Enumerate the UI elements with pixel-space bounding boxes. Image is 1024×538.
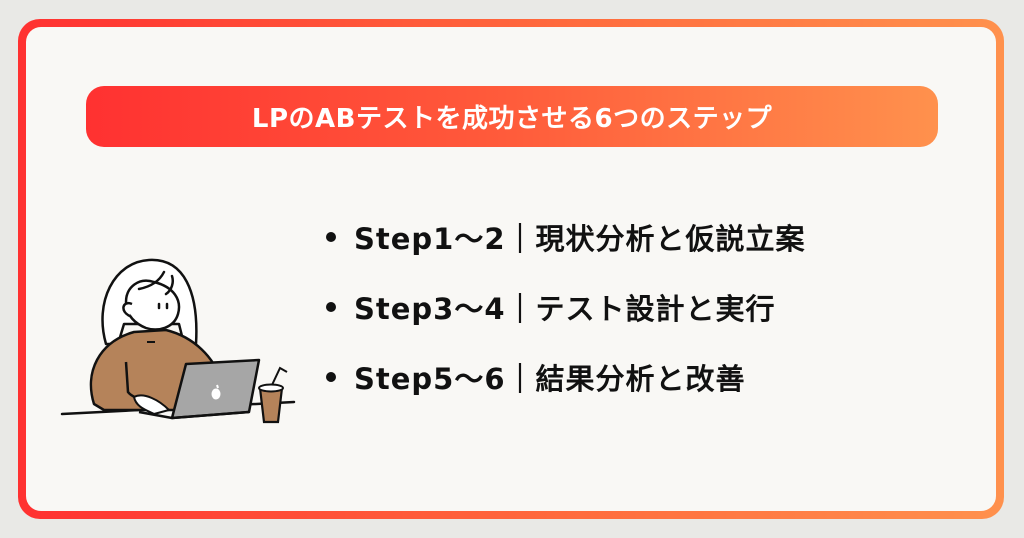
step-label: Step1～2｜現状分析と仮説立案 — [354, 222, 806, 256]
gradient-frame: LPのABテストを成功させる6つのステップ — [18, 19, 1004, 519]
bullet-icon — [326, 302, 336, 312]
bullet-icon — [326, 372, 336, 382]
title-banner: LPのABテストを成功させる6つのステップ — [86, 86, 938, 147]
list-item: Step5～6｜結果分析と改善 — [326, 357, 806, 397]
steps-list: Step1～2｜現状分析と仮説立案 Step3～4｜テスト設計と実行 Step5… — [326, 217, 806, 427]
step-label: Step5～6｜結果分析と改善 — [354, 362, 746, 396]
page-title: LPのABテストを成功させる6つのステップ — [251, 104, 773, 134]
bullet-icon — [326, 232, 336, 242]
step-label: Step3～4｜テスト設計と実行 — [354, 292, 776, 326]
content-card: LPのABテストを成功させる6つのステップ — [26, 27, 996, 511]
list-item: Step3～4｜テスト設計と実行 — [326, 287, 806, 327]
list-item: Step1～2｜現状分析と仮説立案 — [326, 217, 806, 257]
woman-laptop-illustration — [60, 258, 296, 424]
